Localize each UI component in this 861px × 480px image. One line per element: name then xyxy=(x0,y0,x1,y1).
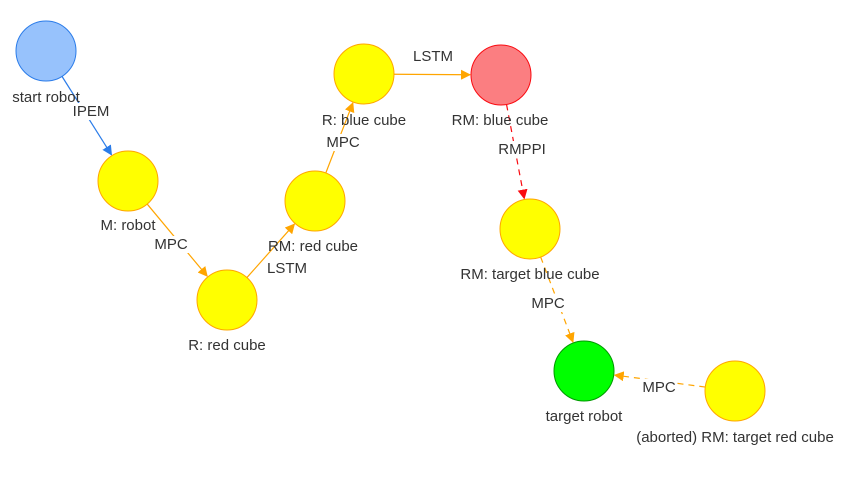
edge-label-background xyxy=(71,103,111,120)
nodes-layer: start robot M: robot R: red cube RM: red cu… xyxy=(12,20,834,446)
edge-label-group: MPC xyxy=(530,295,566,312)
edge-label-group: MPC xyxy=(641,379,677,396)
node-label: RM: red cube xyxy=(268,238,358,255)
node-label: R: blue cube xyxy=(322,112,406,129)
node-circle[interactable] xyxy=(470,44,532,106)
edge-label-group: IPEM xyxy=(71,103,111,120)
node-circle[interactable] xyxy=(553,340,615,402)
node-label: RM: target blue cube xyxy=(460,266,599,283)
node-r-red-cube[interactable]: R: red cube xyxy=(188,269,266,354)
node-target-robot[interactable]: target robot xyxy=(546,340,624,425)
node-rm-target-blue-cube[interactable]: RM: target blue cube xyxy=(460,198,600,283)
node-label: start robot xyxy=(12,89,80,106)
edges-layer: IPEM MPC LSTM MPC LSTM RMPPI MPC MPC xyxy=(61,48,706,396)
node-circle[interactable] xyxy=(15,20,77,82)
edge-label-group: MPC xyxy=(325,134,361,151)
node-circle[interactable] xyxy=(97,150,159,212)
node-r-blue-cube[interactable]: R: blue cube xyxy=(322,43,406,129)
edge-label-group: MPC xyxy=(153,236,189,253)
node-rm-red-cube[interactable]: RM: red cube xyxy=(268,170,358,255)
edge-label: MPC xyxy=(642,379,676,396)
node-circle[interactable] xyxy=(284,170,346,232)
node-circle[interactable] xyxy=(499,198,561,260)
edge-label-group: LSTM xyxy=(265,260,309,277)
edge-label: LSTM xyxy=(413,48,453,65)
node-start-robot[interactable]: start robot xyxy=(12,20,81,106)
node-circle[interactable] xyxy=(333,43,395,105)
node-m-robot[interactable]: M: robot xyxy=(97,150,159,234)
edge-label-background xyxy=(325,134,361,151)
node-label: R: red cube xyxy=(188,337,266,354)
edge-label: MPC xyxy=(154,236,188,253)
edge-label: IPEM xyxy=(73,103,110,120)
edge-label: MPC xyxy=(326,134,360,151)
node-circle[interactable] xyxy=(196,269,258,331)
edge-r-blue-cube-to-rm-blue-cube[interactable] xyxy=(393,69,472,80)
node-circle[interactable] xyxy=(704,360,766,422)
edge-label-background xyxy=(153,236,189,253)
node-label: target robot xyxy=(546,408,624,425)
edge-r-red-cube-to-rm-red-cube[interactable] xyxy=(246,223,296,278)
edge-label-background xyxy=(530,295,566,312)
edge-label: RMPPI xyxy=(498,141,546,158)
node-label: M: robot xyxy=(100,217,156,234)
edge-label: LSTM xyxy=(267,260,307,277)
edge-label-background xyxy=(641,379,677,396)
edge-label-background xyxy=(265,260,309,277)
edge-label-group: LSTM xyxy=(411,48,455,65)
edge-label: MPC xyxy=(531,295,565,312)
edge-label-background xyxy=(497,141,547,158)
edge-label-background xyxy=(411,48,455,65)
node-label: (aborted) RM: target red cube xyxy=(636,429,834,446)
node-label: RM: blue cube xyxy=(452,112,549,129)
edge-label-group: RMPPI xyxy=(497,141,547,158)
node-aborted-rm-target-red-cube[interactable]: (aborted) RM: target red cube xyxy=(636,360,834,446)
node-rm-blue-cube[interactable]: RM: blue cube xyxy=(452,44,549,129)
